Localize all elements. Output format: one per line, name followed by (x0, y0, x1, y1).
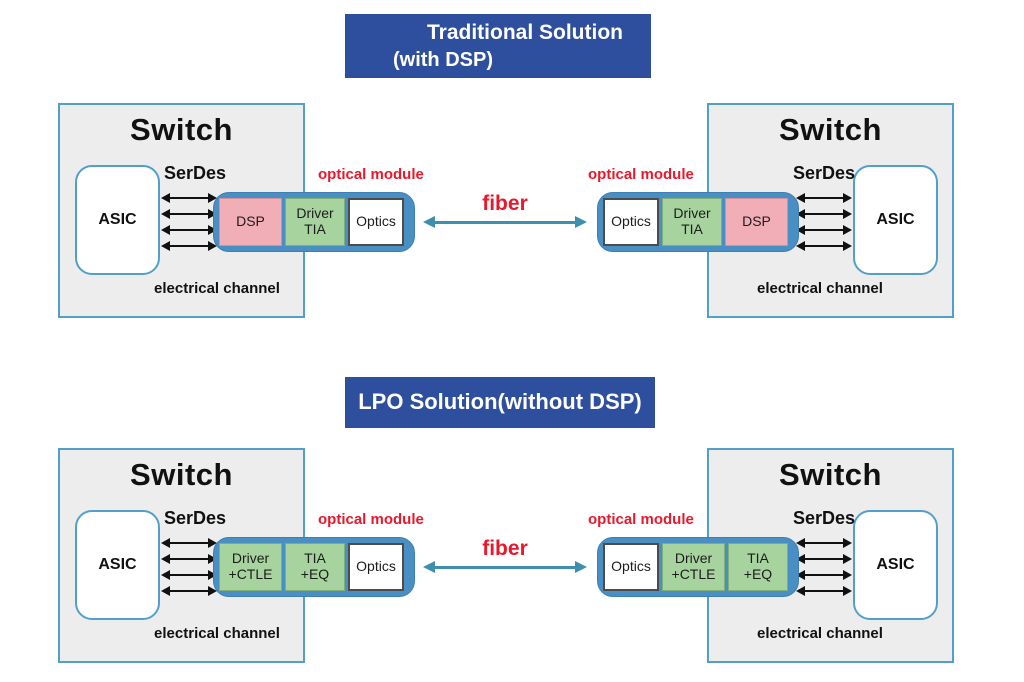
serdes-label: SerDes (793, 163, 856, 183)
serdes-lane-arrow (161, 586, 217, 596)
asic-chip: ASIC (853, 165, 938, 275)
fiber-label: fiber (482, 192, 528, 215)
optical-module-left: Driver +CTLE TIA +EQ Optics (213, 537, 415, 597)
module-block-driver-ctle: Driver +CTLE (219, 543, 282, 591)
optical-module-label-left: optical module (318, 166, 424, 183)
serdes-lane-arrow (796, 586, 852, 596)
serdes-label: SerDes (164, 508, 227, 528)
serdes-lane-arrow (796, 209, 852, 219)
title-line1: LPO Solution(without DSP) (358, 389, 642, 414)
electrical-channel-label: electrical channel (154, 625, 280, 642)
serdes-lane-arrow (796, 193, 852, 203)
fiber-arrow (423, 561, 587, 573)
serdes-lane-arrow (161, 209, 217, 219)
module-block-driver-tia: Driver TIA (662, 198, 722, 246)
title-line2: (with DSP) (393, 49, 493, 71)
module-block-driver-tia: Driver TIA (285, 198, 345, 246)
serdes-lane-arrow (796, 225, 852, 235)
module-block-tia-eq: TIA +EQ (285, 543, 345, 591)
optical-module-right: Optics Driver +CTLE TIA +EQ (597, 537, 799, 597)
module-block-dsp: DSP (725, 198, 788, 246)
title-banner-traditional: Traditional Solution (with DSP) (345, 14, 651, 78)
serdes-lane-arrow (796, 538, 852, 548)
asic-chip: ASIC (75, 165, 160, 275)
module-block-dsp: DSP (219, 198, 282, 246)
title-banner-lpo: LPO Solution(without DSP) (345, 377, 655, 428)
switch-title: Switch (130, 112, 233, 147)
fiber-arrow (423, 216, 587, 228)
module-block-optics: Optics (603, 543, 659, 591)
module-block-driver-ctle: Driver +CTLE (662, 543, 725, 591)
serdes-lane-arrow (796, 241, 852, 251)
switch-title: Switch (779, 112, 882, 147)
section-lpo: LPO Solution(without DSP) Switch ASIC Se… (0, 345, 1024, 682)
serdes-lane-arrow (161, 554, 217, 564)
optical-module-right: Optics Driver TIA DSP (597, 192, 799, 252)
module-block-optics: Optics (348, 543, 404, 591)
asic-chip: ASIC (853, 510, 938, 620)
switch-title: Switch (779, 457, 882, 492)
section-traditional: Traditional Solution (with DSP) Switch A… (58, 14, 954, 318)
electrical-channel-label: electrical channel (154, 280, 280, 297)
electrical-channel-label: electrical channel (757, 625, 883, 642)
module-block-optics: Optics (348, 198, 404, 246)
serdes-label: SerDes (164, 163, 227, 183)
serdes-lane-arrow (161, 225, 217, 235)
serdes-label: SerDes (793, 508, 856, 528)
serdes-lane-arrow (796, 554, 852, 564)
serdes-lane-arrow (161, 241, 217, 251)
optical-module-label-right: optical module (588, 511, 694, 528)
title-line1: Traditional Solution (427, 21, 623, 44)
switch-title: Switch (130, 457, 233, 492)
module-block-optics: Optics (603, 198, 659, 246)
switch-box-right: Switch ASIC SerDes electrical channel (707, 448, 954, 663)
module-block-tia-eq: TIA +EQ (728, 543, 788, 591)
electrical-channel-label: electrical channel (757, 280, 883, 297)
optical-module-label-right: optical module (588, 166, 694, 183)
serdes-lane-arrow (161, 570, 217, 580)
serdes-lane-arrow (161, 193, 217, 203)
asic-chip: ASIC (75, 510, 160, 620)
serdes-lane-arrow (161, 538, 217, 548)
optical-module-label-left: optical module (318, 511, 424, 528)
optical-module-left: DSP Driver TIA Optics (213, 192, 415, 252)
serdes-lane-arrow (796, 570, 852, 580)
fiber-label: fiber (482, 537, 528, 560)
